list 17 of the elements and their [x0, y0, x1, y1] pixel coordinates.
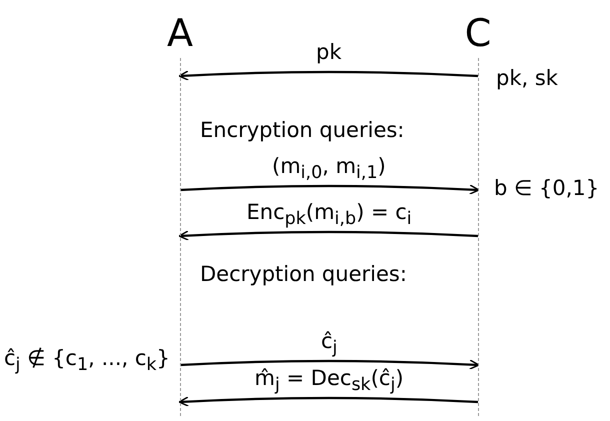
- party-name: A: [166, 14, 194, 52]
- arrow: [180, 359, 480, 370]
- section-heading: Decryption queries:: [200, 262, 407, 288]
- arrow: [178, 70, 478, 81]
- condition-note: ĉ$_{j}$ ∉ {c$_{1}$, ..., c$_{k}$}: [4, 346, 170, 376]
- condition-note: b ∈ {0,1}: [494, 176, 600, 202]
- edge-label: pk: [316, 40, 342, 66]
- edge-label: (m$_{i,0}$, m$_{i,1}$): [272, 154, 386, 184]
- edge-label: Enc$_{pk}$(m$_{i,b}$) = c$_{i}$: [246, 200, 412, 230]
- key-note: pk, sk: [496, 66, 558, 92]
- section-heading: Encryption queries:: [200, 118, 404, 144]
- edge-label: ĉ$_{j}$: [321, 329, 338, 360]
- arrow: [178, 230, 478, 241]
- edge-label: m̂$_{j}$ = Dec$_{sk}$(ĉ$_{j}$): [254, 366, 404, 396]
- party-name: C: [464, 14, 492, 52]
- arrow: [178, 396, 478, 407]
- arrow: [180, 184, 480, 195]
